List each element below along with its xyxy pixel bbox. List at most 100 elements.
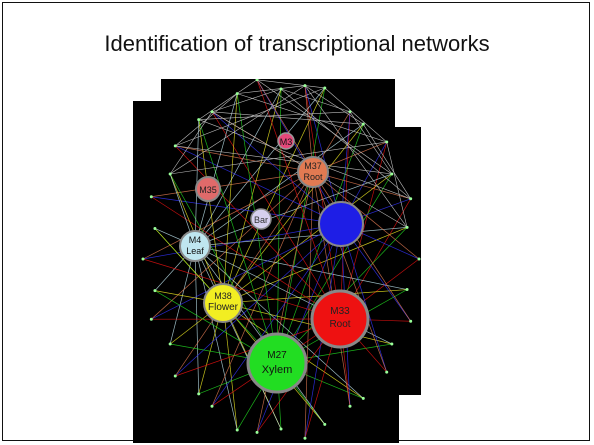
svg-text:Xylem: Xylem <box>262 364 293 376</box>
module-node-blue <box>318 201 364 247</box>
svg-text:M27: M27 <box>267 350 287 361</box>
network-edge <box>211 171 314 407</box>
svg-text:Bar: Bar <box>254 215 268 225</box>
gene-node <box>279 87 283 91</box>
gene-node <box>153 226 157 230</box>
network-edge <box>386 141 408 228</box>
network-edge <box>222 302 392 345</box>
gene-node <box>385 140 389 144</box>
network-edge <box>175 145 392 175</box>
network-edge <box>312 171 388 373</box>
gene-node <box>390 172 394 176</box>
gene-node <box>409 319 413 323</box>
network-edge <box>211 111 342 225</box>
network-edge <box>304 85 408 228</box>
network-edge <box>198 79 258 120</box>
network-edge <box>194 245 200 394</box>
gene-node <box>405 288 409 292</box>
gene-node <box>405 225 409 229</box>
module-node-bark: Bar <box>250 208 272 230</box>
network-edge <box>312 171 411 200</box>
network-edge <box>363 124 411 199</box>
gene-node <box>168 172 172 176</box>
svg-text:Root: Root <box>329 319 350 330</box>
network-edge <box>280 88 411 200</box>
network-edge <box>175 93 238 147</box>
module-node-m37: M37 Root <box>297 156 329 188</box>
network-edge <box>312 171 411 322</box>
gene-node <box>255 79 259 82</box>
gene-node <box>173 144 177 148</box>
gene-node <box>197 118 201 122</box>
gene-node <box>168 342 172 346</box>
network-edge <box>142 223 342 260</box>
network-edge <box>256 79 341 320</box>
gene-node <box>153 289 157 293</box>
gene-node <box>255 430 259 434</box>
network-edge <box>340 223 388 373</box>
network-edge <box>222 289 408 304</box>
svg-text:Flower: Flower <box>208 302 239 313</box>
gene-node <box>210 404 214 408</box>
network-edge <box>194 227 408 247</box>
network-edge <box>169 85 306 175</box>
network-edge <box>169 173 278 364</box>
network-graph-image: M3 M37 Root M35 Bar <box>133 79 421 443</box>
gene-node <box>348 110 352 114</box>
gene-node <box>323 86 327 90</box>
gene-node <box>303 84 307 88</box>
network-graph: M3 M37 Root M35 Bar <box>133 79 421 443</box>
network-edge <box>324 87 387 143</box>
svg-text:M3: M3 <box>280 137 293 147</box>
svg-text:Root: Root <box>303 172 323 182</box>
gene-node <box>323 422 327 426</box>
gene-node <box>348 404 352 408</box>
network-edge <box>151 196 342 225</box>
network-edge <box>304 85 364 125</box>
gene-node <box>417 257 421 261</box>
gene-node <box>303 436 307 440</box>
module-node-m35: M35 <box>195 176 221 202</box>
gene-node <box>173 374 177 378</box>
gene-node <box>409 197 413 201</box>
module-node-m27: M27 Xylem <box>246 332 308 394</box>
network-edge <box>142 171 314 260</box>
network-edge <box>222 302 238 431</box>
gene-node <box>141 257 145 261</box>
network-edge <box>304 85 342 225</box>
slide-title: Identification of transcriptional networ… <box>104 31 490 56</box>
network-edge <box>222 123 364 304</box>
graph-background <box>133 79 421 443</box>
network-edge <box>312 171 420 260</box>
network-edge <box>198 119 224 304</box>
network-edge <box>304 171 314 439</box>
network-edge <box>174 171 314 377</box>
gene-node <box>385 370 389 374</box>
network-edge <box>222 93 238 304</box>
svg-text:M35: M35 <box>199 185 217 195</box>
network-edge <box>194 93 238 247</box>
network-edge <box>211 111 364 125</box>
gene-node <box>235 92 239 96</box>
module-node-m3: M3 <box>277 132 295 150</box>
network-edge <box>151 196 341 320</box>
network-edge <box>194 123 364 247</box>
network-edge <box>304 85 341 320</box>
network-edge <box>170 141 387 175</box>
network-edge <box>175 145 342 225</box>
gene-node <box>390 342 394 346</box>
network-edge <box>256 79 393 175</box>
gene-node <box>361 396 365 400</box>
gene-node <box>235 428 239 432</box>
network-edge <box>175 223 342 377</box>
network-edge <box>211 223 342 407</box>
network-edge <box>151 223 342 320</box>
network-edge <box>256 79 342 225</box>
svg-text:Leaf: Leaf <box>186 246 204 256</box>
gene-node <box>210 110 214 114</box>
module-node-m4: M4 Leaf <box>179 230 211 262</box>
svg-text:M38: M38 <box>214 291 232 301</box>
module-node-m38: M38 Flower <box>203 283 243 323</box>
svg-text:M4: M4 <box>189 235 202 245</box>
